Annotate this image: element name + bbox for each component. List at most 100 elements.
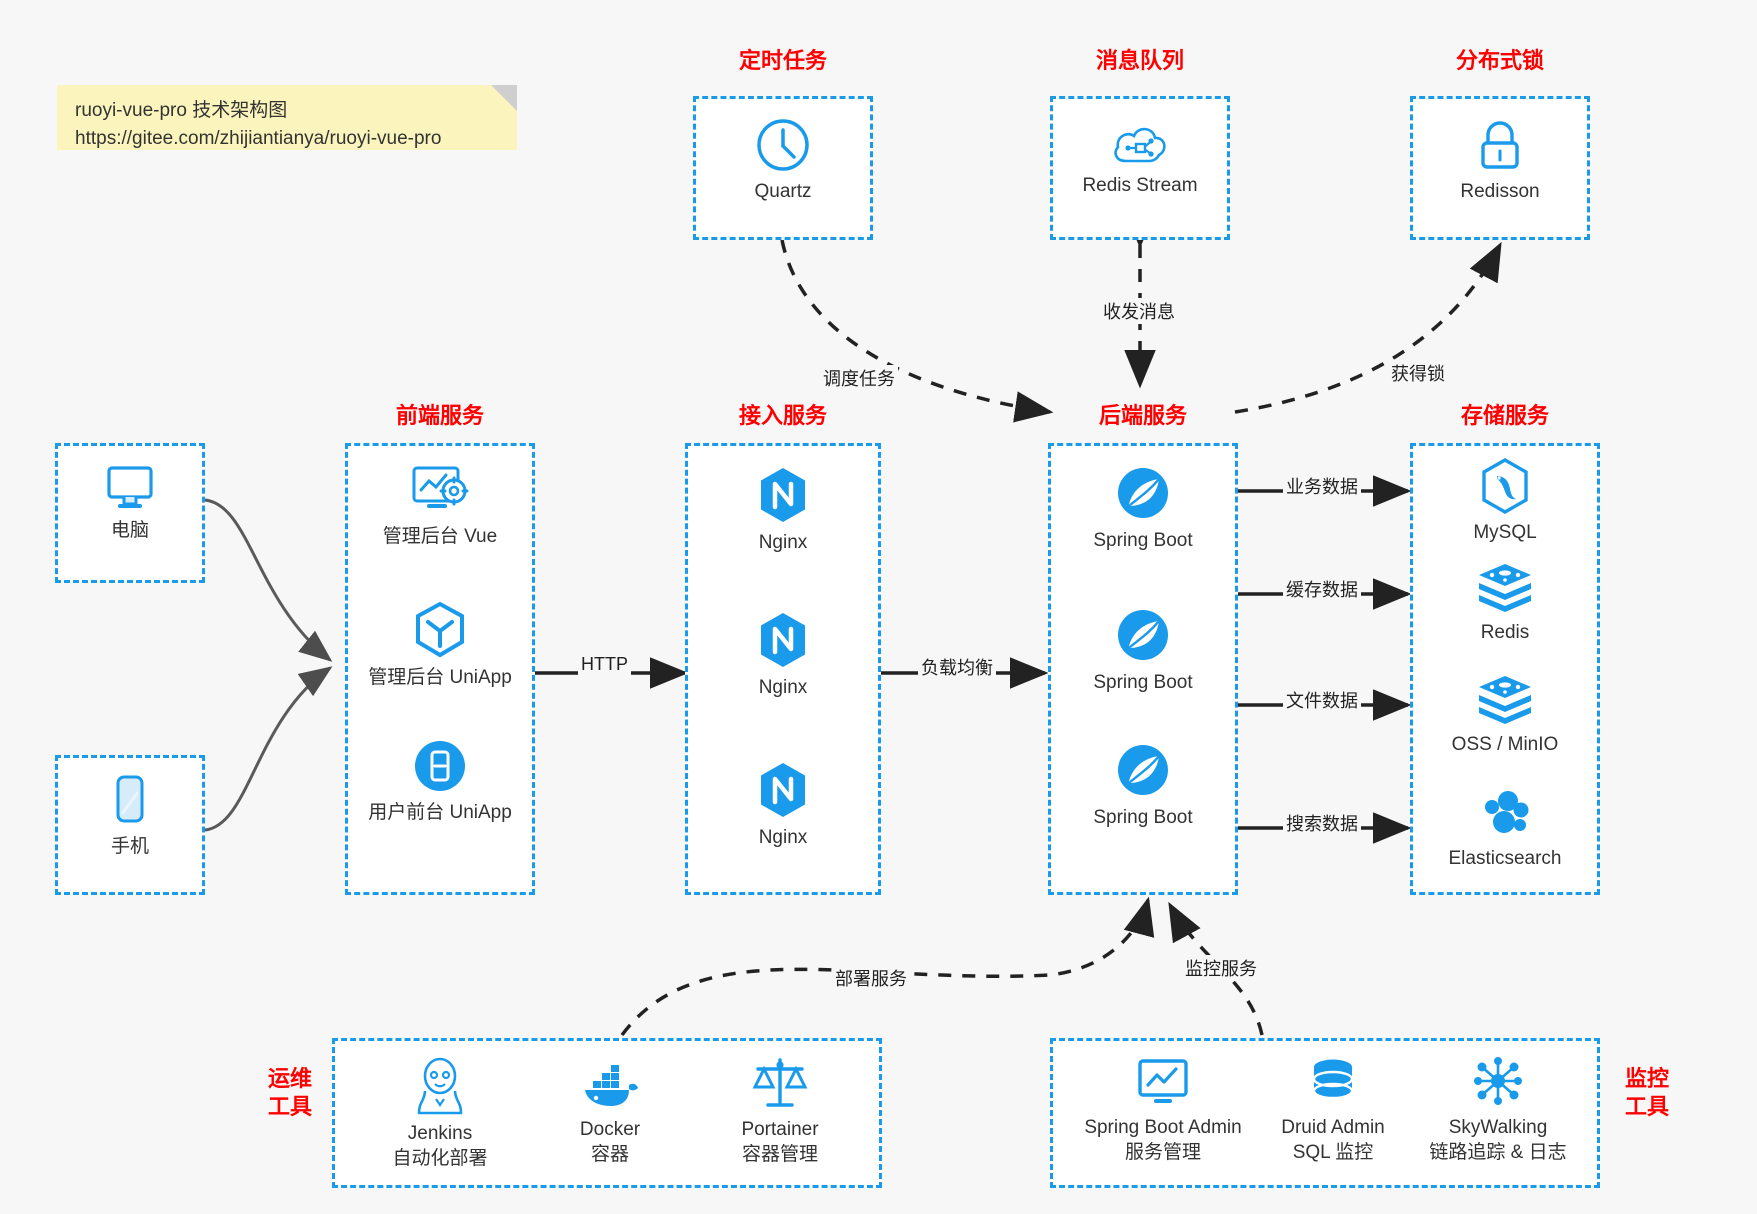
spring-boot-icon [1114,606,1172,664]
node-label: Portainer 容器管理 [741,1118,818,1167]
edge-label-schedule-task: 调度任务 [820,365,898,391]
node-label: Spring Boot [1093,807,1193,828]
devops-title-line2: 工具 [267,1093,312,1119]
mobile-app-icon [412,738,468,794]
node-oss-minio[interactable]: OSS / MinIO [1413,674,1597,758]
note-title: ruoyi-vue-pro 技术架构图 [75,100,288,121]
node-label: Redis Stream [1082,175,1198,196]
node-nginx-3[interactable]: Nginx [688,761,878,851]
node-springboot-2[interactable]: Spring Boot [1051,606,1235,696]
edge-label-cache-data: 缓存数据 [1283,576,1361,602]
node-label-sub: 自动化部署 [392,1147,488,1169]
node-label: Redisson [1460,181,1540,202]
node-redis-stream[interactable]: Redis Stream [1053,121,1227,199]
node-label-main: Druid Admin [1281,1117,1385,1138]
node-label-main: Docker [579,1119,641,1140]
node-label: MySQL [1473,522,1537,543]
node-skywalking[interactable]: SkyWalking 链路追踪 & 日志 [1403,1055,1593,1165]
node-nginx-2[interactable]: Nginx [688,611,878,701]
node-quartz[interactable]: Quartz [696,117,870,205]
nginx-icon [757,761,809,819]
node-admin-uniapp[interactable]: 管理后台 UniApp [348,601,532,691]
node-label: Jenkins 自动化部署 [392,1122,487,1171]
group-title-gateway: 接入服务 [738,403,827,428]
group-gateway: Nginx Nginx Nginx [685,443,881,895]
lock-icon [1474,119,1526,173]
group-backend: Spring Boot Spring Boot Spring Boot [1048,443,1238,895]
node-label: Nginx [758,827,808,848]
node-label: Quartz [754,181,812,202]
edge-label-load-balance: 负载均衡 [918,654,996,680]
group-devops: Jenkins 自动化部署 Docker 容器 [332,1038,882,1188]
node-label: Spring Boot [1093,672,1193,693]
mysql-icon [1479,458,1531,514]
group-title-storage: 存储服务 [1460,403,1549,428]
node-label: OSS / MinIO [1451,734,1559,755]
devops-title-line1: 运维 [267,1066,312,1091]
spring-boot-icon [1114,741,1172,799]
group-title-monitor: 监控 工具 [1612,1065,1682,1120]
edge-label-deploy-service: 部署服务 [832,965,910,991]
node-label-sub: 服务管理 [1124,1141,1201,1163]
node-label-main: SkyWalking [1448,1117,1548,1138]
uniapp-cube-icon [413,601,467,659]
node-label: SkyWalking 链路追踪 & 日志 [1429,1116,1566,1165]
node-redisson[interactable]: Redisson [1413,119,1587,205]
node-label: Redis [1480,622,1530,643]
note-fold-corner [491,85,517,111]
node-label-main: Portainer [741,1119,819,1140]
nginx-icon [757,611,809,669]
node-label: 用户前台 UniApp [368,802,512,823]
node-nginx-1[interactable]: Nginx [688,466,878,556]
clock-icon [755,117,811,173]
node-label: 手机 [110,836,149,857]
group-title-message-queue: 消息队列 [1095,48,1184,73]
group-frontend: 管理后台 Vue 管理后台 UniApp 用户前台 UniApp [345,443,535,895]
node-label: Docker 容器 [580,1118,640,1167]
group-title-backend: 后端服务 [1098,403,1187,428]
group-phone: 手机 [55,755,205,895]
node-admin-vue[interactable]: 管理后台 Vue [348,464,532,550]
note-url: https://gitee.com/zhijiantianya/ruoyi-vu… [75,127,442,149]
edge-label-acquire-lock: 获得锁 [1388,360,1448,386]
node-spring-boot-admin[interactable]: Spring Boot Admin 服务管理 [1063,1057,1263,1165]
diagram-note: ruoyi-vue-pro 技术架构图 https://gitee.com/zh… [57,85,517,150]
node-computer[interactable]: 电脑 [58,462,202,544]
node-jenkins[interactable]: Jenkins 自动化部署 [355,1055,525,1171]
node-label-main: Spring Boot Admin [1084,1117,1242,1138]
redis-icon [1476,562,1534,614]
node-label-sub: 容器 [590,1143,629,1165]
group-message-queue: Redis Stream [1050,96,1230,240]
node-label: 电脑 [110,520,149,541]
edge-label-file-data: 文件数据 [1283,687,1361,713]
skywalking-icon [1470,1055,1526,1109]
node-label: Spring Boot Admin 服务管理 [1084,1116,1241,1165]
group-storage: MySQL Redis [1410,443,1600,895]
group-title-devops: 运维 工具 [255,1065,325,1120]
node-portainer[interactable]: Portainer 容器管理 [695,1055,865,1167]
node-mysql[interactable]: MySQL [1413,458,1597,546]
node-springboot-3[interactable]: Spring Boot [1051,741,1235,831]
dashboard-gear-icon [409,464,471,518]
elasticsearch-icon [1477,786,1533,840]
monitor-title-line2: 工具 [1624,1093,1669,1119]
node-phone[interactable]: 手机 [58,774,202,860]
node-druid-admin[interactable]: Druid Admin SQL 监控 [1248,1057,1418,1165]
monitor-title-line1: 监控 [1624,1066,1669,1091]
node-label: Spring Boot [1093,530,1193,551]
node-elasticsearch[interactable]: Elasticsearch [1413,786,1597,872]
node-docker[interactable]: Docker 容器 [525,1059,695,1167]
edge-label-monitor-service: 监控服务 [1182,955,1260,981]
node-label-main: Jenkins [407,1123,473,1144]
group-distributed-lock: Redisson [1410,96,1590,240]
node-redis[interactable]: Redis [1413,562,1597,646]
edge-label-send-receive-message: 收发消息 [1100,298,1178,324]
node-label: Nginx [758,677,808,698]
node-label: 管理后台 Vue [382,526,498,547]
spring-boot-icon [1114,464,1172,522]
group-computer: 电脑 [55,443,205,583]
database-icon [1306,1057,1360,1109]
group-scheduled-task: Quartz [693,96,873,240]
node-springboot-1[interactable]: Spring Boot [1051,464,1235,554]
node-user-uniapp[interactable]: 用户前台 UniApp [348,738,532,826]
